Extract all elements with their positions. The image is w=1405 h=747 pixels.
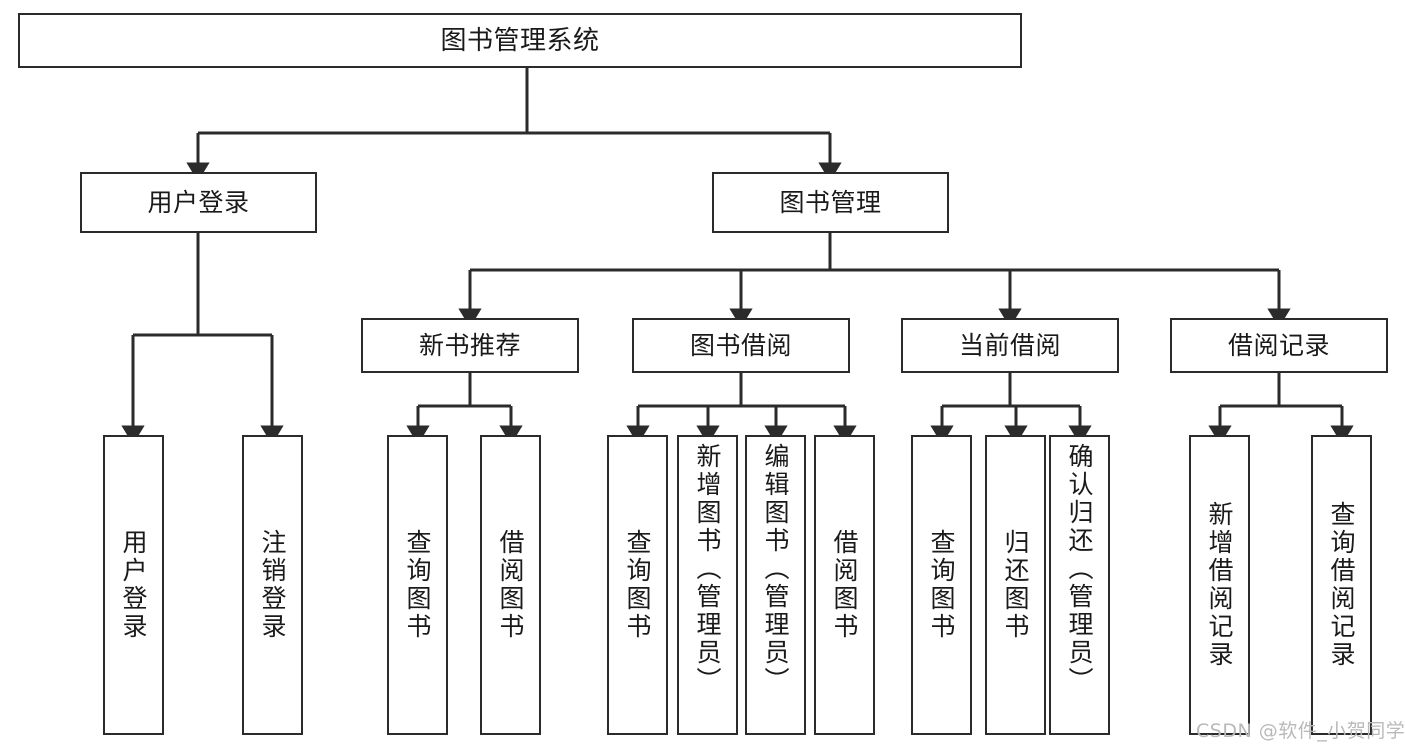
node-new-book-recommend-label: 新书推荐 xyxy=(418,331,521,360)
node-borrow-record[interactable]: 借阅记录 xyxy=(1170,318,1388,373)
node-leaf-return-book-label: 归还图书 xyxy=(1001,529,1030,641)
node-user-login[interactable]: 用户登录 xyxy=(80,172,317,233)
node-leaf-add-record[interactable]: 新增借阅记录 xyxy=(1189,435,1250,735)
node-leaf-borrow-book-1-label: 借阅图书 xyxy=(496,529,525,641)
node-leaf-query-record[interactable]: 查询借阅记录 xyxy=(1311,435,1372,735)
node-leaf-query-book-1[interactable]: 查询图书 xyxy=(387,435,448,735)
node-current-borrow-label: 当前借阅 xyxy=(958,331,1061,360)
node-root-label: 图书管理系统 xyxy=(440,25,600,56)
node-leaf-query-book-2-label: 查询图书 xyxy=(623,529,652,641)
node-user-login-label: 用户登录 xyxy=(147,188,250,217)
node-leaf-user-login-label: 用户登录 xyxy=(119,529,148,641)
node-book-borrow-label: 图书借阅 xyxy=(689,331,792,360)
node-leaf-return-book[interactable]: 归还图书 xyxy=(985,435,1046,735)
node-leaf-add-record-label: 新增借阅记录 xyxy=(1205,501,1234,669)
node-leaf-edit-book-label: 编辑图书（管理员） xyxy=(761,443,790,695)
node-new-book-recommend[interactable]: 新书推荐 xyxy=(361,318,579,373)
node-leaf-borrow-book-1[interactable]: 借阅图书 xyxy=(480,435,541,735)
node-leaf-borrow-book-2-label: 借阅图书 xyxy=(830,529,859,641)
node-root[interactable]: 图书管理系统 xyxy=(18,13,1022,68)
node-book-borrow[interactable]: 图书借阅 xyxy=(632,318,850,373)
node-leaf-logout[interactable]: 注销登录 xyxy=(242,435,303,735)
node-leaf-query-book-2[interactable]: 查询图书 xyxy=(607,435,668,735)
node-leaf-logout-label: 注销登录 xyxy=(258,529,287,641)
node-leaf-add-book-label: 新增图书（管理员） xyxy=(693,443,722,695)
node-leaf-query-book-3[interactable]: 查询图书 xyxy=(911,435,972,735)
node-leaf-user-login[interactable]: 用户登录 xyxy=(103,435,164,735)
node-leaf-borrow-book-2[interactable]: 借阅图书 xyxy=(814,435,875,735)
node-leaf-edit-book[interactable]: 编辑图书（管理员） xyxy=(745,435,806,735)
node-current-borrow[interactable]: 当前借阅 xyxy=(901,318,1119,373)
node-leaf-query-book-3-label: 查询图书 xyxy=(927,529,956,641)
node-leaf-query-book-1-label: 查询图书 xyxy=(403,529,432,641)
node-borrow-record-label: 借阅记录 xyxy=(1227,331,1330,360)
node-leaf-confirm-return-label: 确认归还（管理员） xyxy=(1065,443,1094,695)
csdn-watermark: CSDN @软件_小贺同学 xyxy=(1196,720,1405,742)
node-book-manage[interactable]: 图书管理 xyxy=(712,172,949,233)
node-leaf-confirm-return[interactable]: 确认归还（管理员） xyxy=(1049,435,1110,735)
node-book-manage-label: 图书管理 xyxy=(779,188,882,217)
node-leaf-add-book[interactable]: 新增图书（管理员） xyxy=(677,435,738,735)
node-leaf-query-record-label: 查询借阅记录 xyxy=(1327,501,1356,669)
